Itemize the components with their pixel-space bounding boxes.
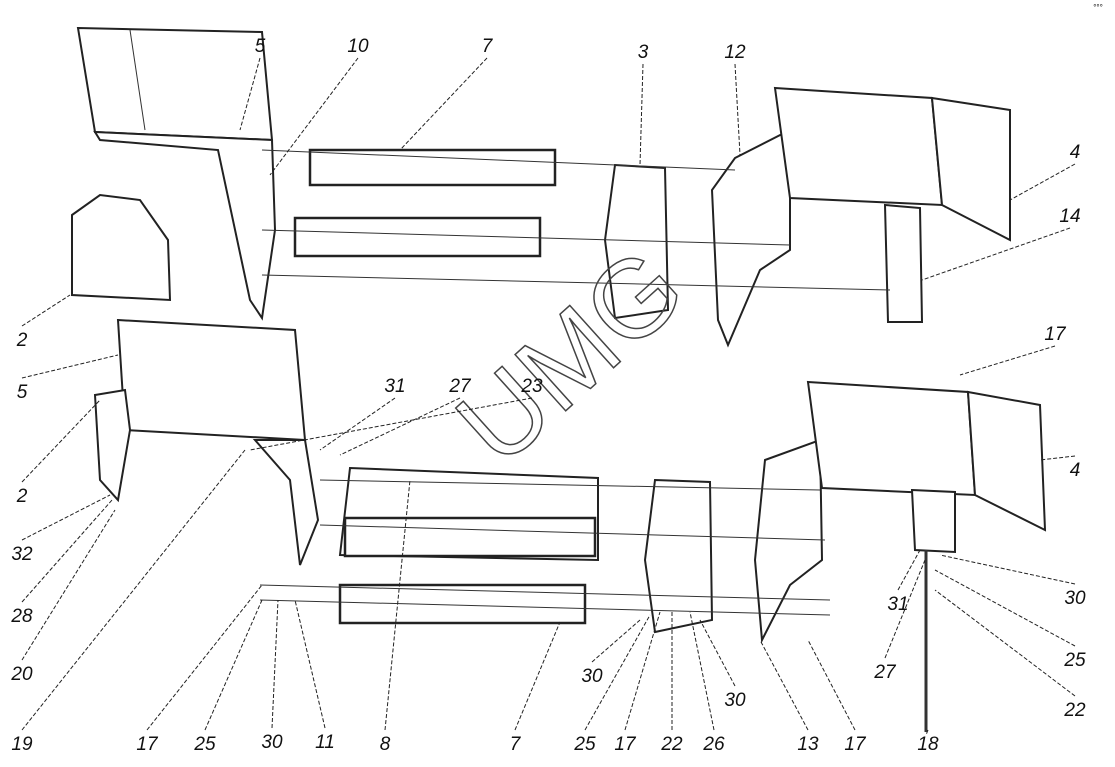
leader-line xyxy=(204,599,263,731)
leader-line xyxy=(897,549,921,591)
part-label: 2 xyxy=(16,330,28,351)
part-label: 30 xyxy=(724,690,746,711)
leader-line xyxy=(21,494,111,541)
part-label: 13 xyxy=(797,734,819,755)
part-label: 27 xyxy=(448,376,472,397)
leader-line xyxy=(239,57,261,131)
leader-line xyxy=(146,584,263,731)
part-label: 32 xyxy=(11,544,33,565)
part-grid-bottom xyxy=(338,583,587,625)
leader-line xyxy=(21,449,246,731)
corner-mark: °°° xyxy=(1093,3,1103,12)
leader-line xyxy=(271,599,279,729)
part-label: 7 xyxy=(510,734,522,755)
connector-lines xyxy=(259,149,891,616)
leader-lines xyxy=(21,57,1076,736)
part-label: 3 xyxy=(638,42,649,63)
part-label: 25 xyxy=(573,734,596,755)
part-label: 19 xyxy=(11,734,33,755)
leader-line xyxy=(699,619,736,687)
leader-line xyxy=(807,639,856,731)
leader-line xyxy=(21,509,116,661)
leader-line xyxy=(591,619,641,663)
leader-line xyxy=(21,354,119,379)
part-label: 23 xyxy=(520,376,543,397)
leader-line xyxy=(514,621,561,731)
part-label: 17 xyxy=(844,734,867,755)
leader-line xyxy=(759,639,809,731)
part-label: 25 xyxy=(193,734,216,755)
part-3 xyxy=(603,163,670,320)
part-housing-top-left xyxy=(71,26,277,321)
part-label: 8 xyxy=(380,734,391,755)
part-label: 17 xyxy=(614,734,637,755)
part-housing-bottom-left xyxy=(93,318,320,566)
part-label: 30 xyxy=(261,732,283,753)
part-label: 10 xyxy=(347,36,369,57)
leader-line xyxy=(934,589,1076,697)
leader-line xyxy=(269,57,359,176)
leader-line xyxy=(1009,163,1076,201)
leader-line xyxy=(689,611,715,731)
leader-line xyxy=(925,729,929,736)
part-label: 30 xyxy=(1064,588,1086,609)
leader-line xyxy=(319,397,396,451)
part-label: 12 xyxy=(724,42,746,63)
part-label: 31 xyxy=(887,594,908,615)
leader-line xyxy=(584,614,651,731)
part-label: 14 xyxy=(1059,206,1080,227)
part-labels: 5 10 7 3 12 4 14 2 17 5 31 27 23 2 4 32 28 20 19 30 25 31 27 22… xyxy=(10,36,1086,755)
leader-line xyxy=(939,554,1076,585)
part-label: 31 xyxy=(384,376,405,397)
part-label: 28 xyxy=(10,606,33,627)
leader-line xyxy=(21,399,101,483)
part-label: 5 xyxy=(255,36,266,57)
part-label: 26 xyxy=(702,734,725,755)
part-8 xyxy=(338,466,599,562)
part-4-bottom xyxy=(806,380,1047,732)
leader-line xyxy=(624,611,661,731)
part-label: 18 xyxy=(917,734,939,755)
part-label: 4 xyxy=(1070,460,1081,481)
part-label: 20 xyxy=(10,664,33,685)
part-label: 11 xyxy=(315,732,335,753)
part-label: 27 xyxy=(873,662,897,683)
part-label: 5 xyxy=(17,382,28,403)
leader-line xyxy=(21,294,71,327)
part-label: 7 xyxy=(482,36,494,57)
part-grid-top xyxy=(293,148,557,258)
part-box-bottom xyxy=(643,478,714,634)
part-label: 22 xyxy=(660,734,683,755)
leader-line xyxy=(21,499,113,603)
leader-line xyxy=(734,63,741,156)
part-label: 17 xyxy=(1044,324,1067,345)
leader-line xyxy=(399,57,488,151)
leader-line xyxy=(339,397,461,456)
part-label: 22 xyxy=(1063,700,1086,721)
part-label: 25 xyxy=(1063,650,1086,671)
part-12 xyxy=(710,128,791,348)
leader-line xyxy=(294,599,326,729)
part-label: 30 xyxy=(581,666,603,687)
part-label: 17 xyxy=(136,734,159,755)
part-label: 4 xyxy=(1070,142,1081,163)
part-4-top xyxy=(773,86,1011,323)
leader-line xyxy=(959,345,1056,376)
part-label: 2 xyxy=(16,486,28,507)
leader-line xyxy=(921,227,1071,281)
leader-line xyxy=(639,63,644,166)
leader-line xyxy=(934,569,1076,647)
